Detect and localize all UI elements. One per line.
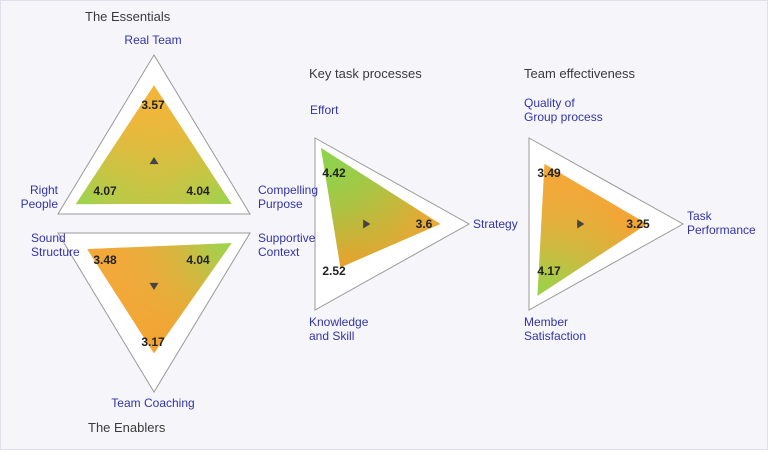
score-supportive-context: 4.04 [186, 253, 210, 267]
chart-title-team-effectiveness: Team effectiveness [524, 66, 636, 81]
orientation-marker-icon [149, 156, 159, 165]
score-triangle-gradient [537, 163, 648, 296]
vertex-label-member-satisfaction: Member Satisfaction [524, 315, 587, 343]
orientation-marker-icon [149, 282, 159, 291]
chart-title-essentials: The Essentials [85, 9, 171, 24]
score-triangle-gradient [320, 147, 441, 268]
vertex-label-strategy: Strategy [473, 217, 518, 231]
vertex-label-effort: Effort [310, 103, 339, 117]
score-member-satisfaction: 4.17 [537, 264, 561, 278]
score-triangle-gradient [87, 243, 232, 354]
vertex-label-quality-of-group-process: Quality of Group process [524, 96, 603, 124]
orientation-marker-icon [577, 219, 585, 229]
vertex-label-right-people: Right People [20, 183, 58, 211]
vertex-label-compelling-purpose: Compelling Purpose [258, 183, 319, 211]
chart-title-key-task-processes: Key task processes [309, 66, 422, 81]
score-triangle-gradient [75, 85, 232, 205]
vertex-label-supportive-context: Supportive Context [258, 231, 316, 259]
vertex-label-knowledge-and-skill: Knowledge and Skill [309, 315, 369, 343]
score-knowledge-and-skill: 2.52 [322, 264, 346, 278]
score-right-people: 4.07 [93, 184, 117, 198]
vertex-label-task-performance: Task Performance [687, 209, 756, 237]
chart-title-enablers: The Enablers [88, 420, 166, 435]
score-effort: 4.42 [322, 166, 346, 180]
score-compelling-purpose: 4.04 [186, 184, 210, 198]
score-task-performance: 3.25 [626, 217, 650, 231]
score-quality-of-group-process: 3.49 [537, 166, 561, 180]
vertex-label-sound-structure: Sound Structure [31, 231, 80, 259]
score-strategy: 3.6 [415, 217, 433, 231]
vertex-label-team-coaching: Team Coaching [111, 396, 195, 410]
score-team-coaching: 3.17 [141, 335, 165, 349]
score-real-team: 3.57 [141, 98, 165, 112]
score-sound-structure: 3.48 [93, 253, 117, 267]
vertex-label-real-team: Real Team [124, 33, 182, 47]
orientation-marker-icon [363, 219, 371, 229]
